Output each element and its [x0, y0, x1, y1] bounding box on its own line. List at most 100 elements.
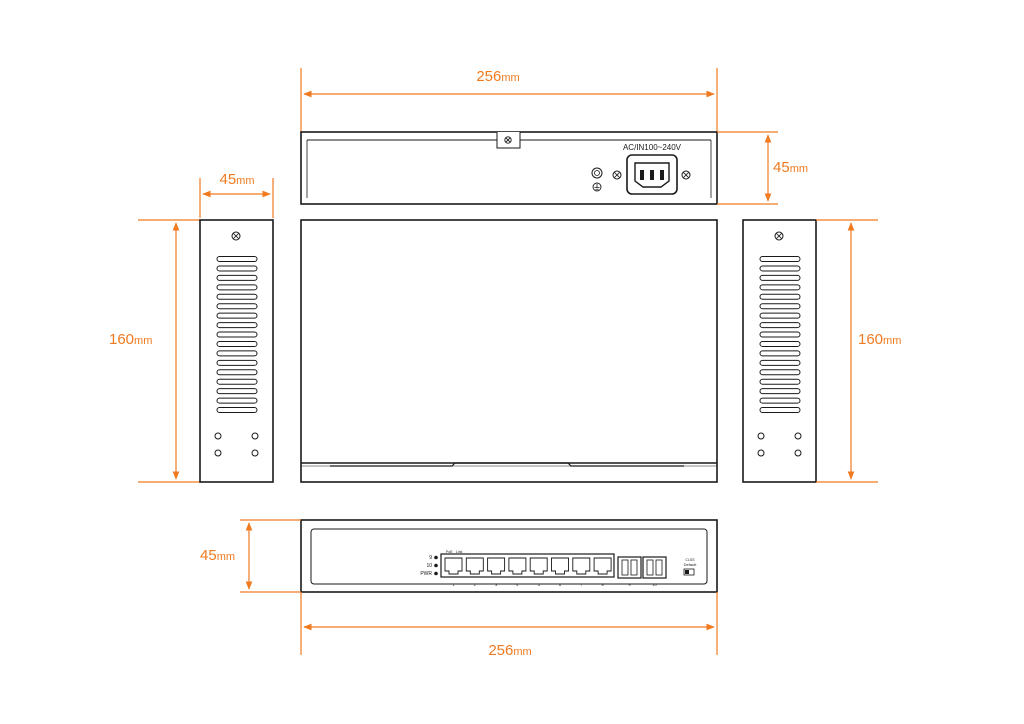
- led-label-9: 9: [429, 555, 432, 561]
- screw-icon: [504, 136, 512, 144]
- vent-slot: [216, 340, 258, 347]
- vent-slot: [759, 359, 801, 366]
- vent-slot: [759, 397, 801, 404]
- left-side-panel: [199, 219, 274, 483]
- left-side-width-value: 45: [219, 171, 236, 188]
- right-side-depth-unit: mm: [883, 335, 901, 347]
- left-side-width-dimension: 45mm: [199, 171, 274, 218]
- port-number: 4: [516, 582, 519, 587]
- front-height-unit: mm: [217, 551, 235, 563]
- front-height-dimension: 45mm: [200, 519, 301, 593]
- vent-slot: [216, 274, 258, 281]
- led-label-pwr: PWR: [420, 571, 432, 577]
- svg-text:160mm: 160mm: [109, 331, 152, 348]
- port-header-poe: PoE: [446, 550, 453, 554]
- led-dot: [434, 571, 438, 576]
- sfp-number: 10: [652, 582, 657, 587]
- vent-slot: [216, 293, 258, 300]
- rj45-port: [444, 557, 463, 575]
- rj45-port: [529, 557, 548, 575]
- vent-slot: [759, 265, 801, 272]
- port-number: 7: [580, 582, 583, 587]
- vent-slot: [759, 340, 801, 347]
- vent-slot: [216, 265, 258, 272]
- bottom-width-dimension: 256mm: [300, 592, 718, 659]
- sfp-ports: 9 10: [617, 556, 667, 587]
- vent-slot: [216, 350, 258, 357]
- vent-slot: [759, 256, 801, 262]
- right-side-panel: [742, 219, 817, 483]
- led-label-10: 10: [426, 563, 432, 569]
- svg-text:160mm: 160mm: [858, 331, 901, 348]
- port-number: 1: [452, 582, 455, 587]
- vent-slot: [759, 274, 801, 281]
- port-number: 6: [559, 582, 562, 587]
- port-header-link: Link: [456, 550, 463, 554]
- rj45-port: [465, 557, 484, 575]
- led-indicators: 9 10 PWR: [420, 555, 438, 577]
- rj45-port: [572, 557, 591, 575]
- rear-height-dimension: 45mm: [717, 131, 808, 205]
- vent-slot: [759, 378, 801, 385]
- top-width-unit: mm: [501, 72, 519, 84]
- vent-slot: [759, 303, 801, 310]
- rear-height-value: 45: [773, 159, 790, 176]
- vent-slots: [759, 256, 801, 413]
- top-view-panel: [300, 219, 718, 483]
- led-dot: [434, 563, 438, 568]
- left-side-depth-unit: mm: [134, 335, 152, 347]
- left-side-depth-value: 160: [109, 331, 134, 348]
- rj45-port-block: [440, 553, 615, 578]
- vent-slot: [759, 369, 801, 376]
- vent-slot: [759, 293, 801, 300]
- sfp-port: [642, 556, 667, 579]
- rj45-port: [487, 557, 506, 575]
- rear-panel: AC/IN100~240V: [300, 131, 718, 205]
- vent-slot: [759, 388, 801, 395]
- right-side-depth-value: 160: [858, 331, 883, 348]
- svg-text:256mm: 256mm: [488, 642, 531, 659]
- vent-slot: [759, 407, 801, 413]
- top-width-value: 256: [476, 68, 501, 85]
- svg-text:45mm: 45mm: [200, 547, 235, 564]
- power-inlet-icon: [612, 154, 691, 195]
- vent-slot: [216, 388, 258, 395]
- mounting-holes: [757, 432, 802, 457]
- vent-slot: [759, 350, 801, 357]
- left-mount-screw-icon: [612, 170, 622, 180]
- bottom-width-value: 256: [488, 642, 513, 659]
- svg-text:256mm: 256mm: [476, 68, 519, 85]
- ground-icon: [591, 167, 603, 192]
- svg-text:45mm: 45mm: [773, 159, 808, 176]
- reset-label-default: Default: [684, 562, 698, 567]
- vent-slot: [216, 397, 258, 404]
- vent-slot: [216, 284, 258, 291]
- screw-icon: [774, 231, 784, 241]
- vent-slot: [216, 369, 258, 376]
- left-side-depth-dimension: 160mm: [109, 219, 200, 483]
- vent-slot: [216, 407, 258, 413]
- top-width-dimension: 256mm: [300, 68, 718, 132]
- vent-slot: [216, 378, 258, 385]
- right-side-depth-dimension: 160mm: [816, 219, 901, 483]
- bottom-width-unit: mm: [513, 646, 531, 658]
- power-label: AC/IN100~240V: [623, 143, 682, 152]
- rj45-port: [508, 557, 527, 575]
- vent-slot: [759, 312, 801, 319]
- screw-icon: [231, 231, 241, 241]
- port-number: 8: [601, 582, 604, 587]
- right-mount-screw-icon: [681, 170, 691, 180]
- vent-slot: [216, 322, 258, 329]
- port-number: 2: [474, 582, 477, 587]
- vent-slot: [759, 331, 801, 338]
- vent-slot: [759, 322, 801, 329]
- port-number: 3: [495, 582, 498, 587]
- reset-switch: CLSS Default: [683, 558, 698, 576]
- svg-text:45mm: 45mm: [219, 171, 254, 188]
- reset-label-clss: CLSS: [685, 558, 695, 562]
- vent-slot: [759, 284, 801, 291]
- left-side-width-unit: mm: [236, 175, 254, 187]
- vent-slot: [216, 256, 258, 262]
